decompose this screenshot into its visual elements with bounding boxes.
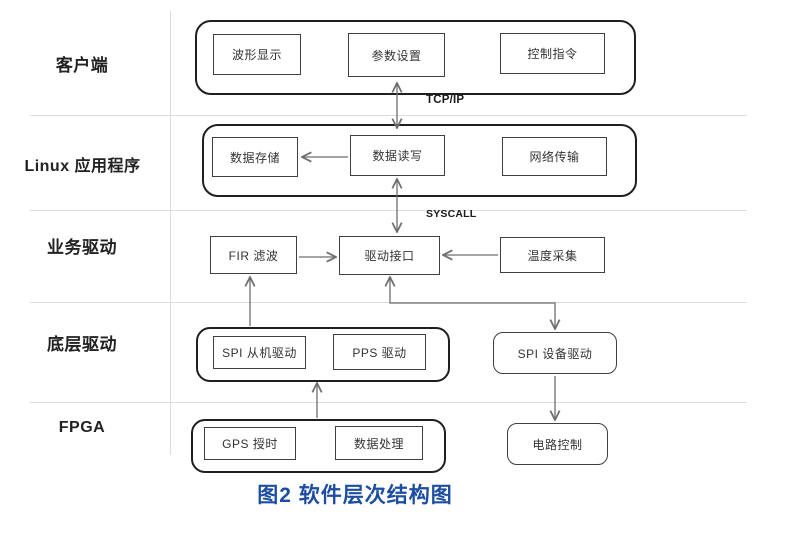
layer-label-client: 客户端 [55, 56, 109, 75]
node-param-setting: 参数设置 [348, 33, 445, 77]
node-data-storage: 数据存储 [212, 137, 298, 177]
node-pps-driver: PPS 驱动 [333, 334, 426, 370]
node-fir-filter: FIR 滤波 [210, 236, 297, 274]
node-data-processing: 数据处理 [335, 426, 423, 460]
node-driver-interface: 驱动接口 [339, 236, 440, 275]
figure-caption: 图2 软件层次结构图 [257, 484, 453, 507]
node-circuit-control: 电路控制 [507, 423, 608, 465]
node-network-transfer: 网络传输 [502, 137, 607, 176]
layer-label-linux-app: Linux 应用程序 [24, 158, 141, 175]
client-layer-container [195, 20, 636, 95]
layer-label-lowlevel-driver: 底层驱动 [47, 335, 117, 354]
linux-app-layer-container [202, 124, 637, 197]
node-temp-collection: 温度采集 [500, 237, 605, 273]
tcp-ip-label: TCP/IP [426, 94, 465, 106]
node-gps-timing: GPS 授时 [204, 427, 296, 460]
layer-label-business-driver: 业务驱动 [47, 238, 117, 257]
column-divider [170, 11, 171, 455]
row-divider-3 [30, 302, 747, 303]
node-control-command: 控制指令 [500, 33, 605, 74]
fpga-container [191, 419, 446, 473]
layer-label-fpga: FPGA [58, 419, 106, 436]
syscall-label: SYSCALL [426, 208, 477, 220]
row-divider-2 [30, 210, 747, 211]
node-waveform-display: 波形显示 [213, 34, 301, 75]
row-divider-1 [30, 115, 747, 116]
arrow-iface-spidev [390, 277, 555, 329]
lowlevel-driver-container [196, 327, 450, 382]
row-divider-4 [30, 402, 747, 403]
node-data-rw: 数据读写 [350, 135, 445, 176]
node-spi-device-driver: SPI 设备驱动 [493, 332, 617, 374]
node-spi-slave-driver: SPI 从机驱动 [213, 336, 306, 369]
